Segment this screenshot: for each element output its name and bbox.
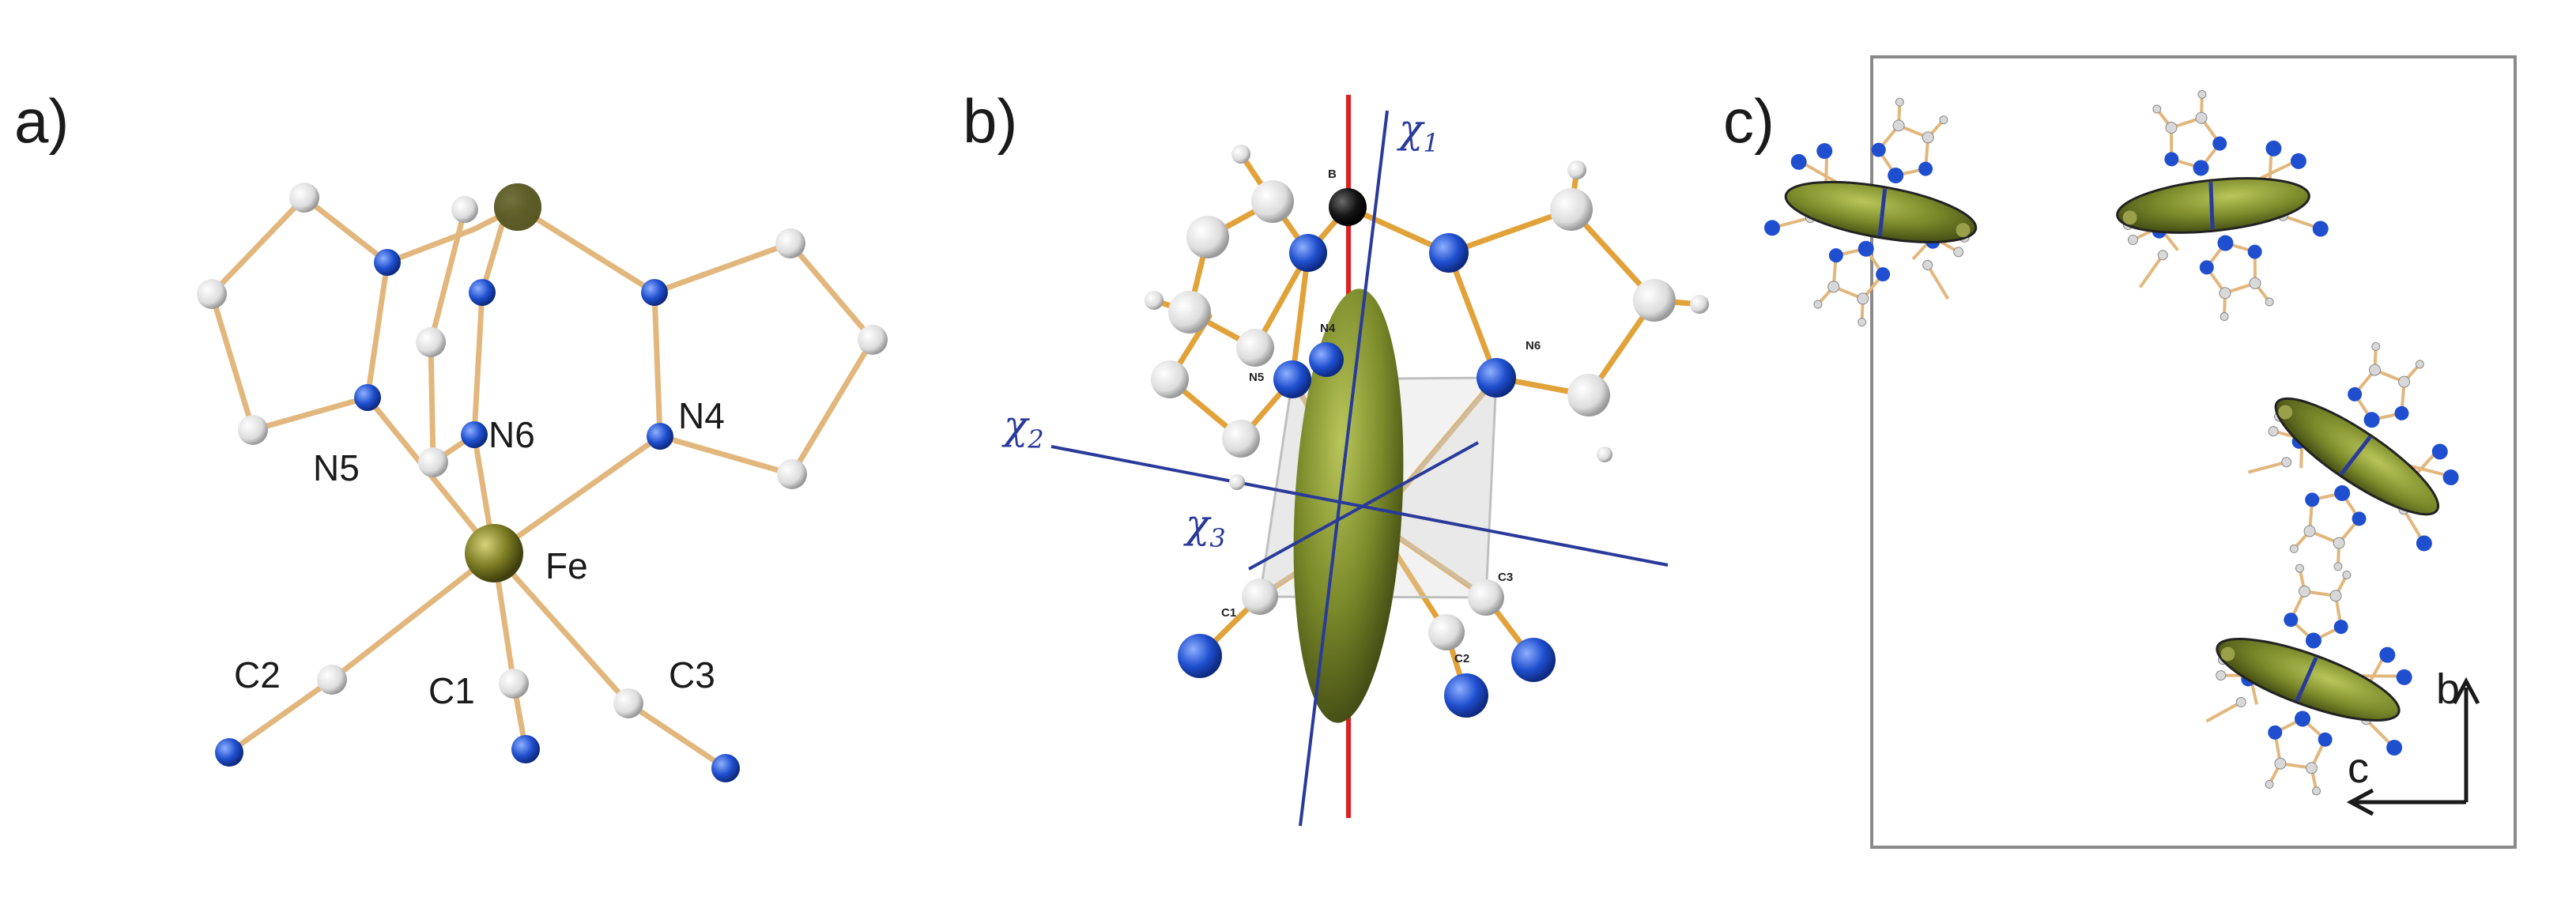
hydrogen-atom [1231,145,1250,164]
nitrogen-atom-n5 [1273,360,1311,398]
nitrogen-atom [1444,673,1488,718]
panel-b-atoms [1145,145,1709,718]
nitrogen-atom [1289,234,1327,272]
carbon-atom-c2 [1428,614,1465,650]
cell-axis-indicator [2346,677,2480,816]
nitrogen-atom [1511,638,1556,682]
carbon-atom [1633,279,1676,322]
carbon-atom [1550,188,1593,231]
label-n4: N4 [678,395,725,436]
chi3-axis [1248,441,1479,571]
nitrogen-atom-n6 [461,421,488,448]
axis-label-chi2: χ2 [1001,402,1044,454]
anisotropy-ellipsoid [1293,288,1404,723]
label-n4: N4 [1320,322,1336,335]
panel-a: a) [0,0,909,897]
carbon-atom [775,228,805,258]
carbon-atom [1151,360,1189,398]
carbon-atom [197,279,227,309]
label-c2: C2 [234,654,281,695]
axis-label-c: c [2348,744,2369,792]
carbon-atom [416,327,446,357]
carbon-atom [1236,329,1274,367]
carbon-atom [1567,374,1610,416]
nitrogen-atom [1429,233,1469,273]
nitrogen-atom [1178,634,1222,678]
molecule-upper-left [1743,69,2015,354]
label-c3: C3 [669,654,715,695]
unit-cell-frame [1870,55,2517,849]
panel-a-molecule: N5 N6 N4 Fe C2 C1 C3 [197,183,888,782]
hydrogen-atom [1690,295,1709,314]
carbon-atom [1186,216,1229,258]
carbon-atom [238,415,268,445]
axis-label-chi1: χ1 [1397,106,1439,158]
carbon-atom [1222,420,1260,458]
label-n6: N6 [1526,339,1541,352]
carbon-atom [1251,180,1294,223]
label-c2: C2 [1454,652,1469,665]
carbon-atom [418,447,448,477]
axis-label-chi3: χ3 [1183,501,1226,553]
boron-atom [1329,188,1367,226]
carbon-atom [858,325,888,355]
panel-b: b) [909,0,1715,897]
nitrogen-atom [711,754,740,782]
label-fe: Fe [545,545,588,586]
label-n5: N5 [1249,371,1264,384]
carbon-atom [777,459,807,489]
molecule-lower-right [2222,315,2494,600]
nitrogen-atom [215,738,243,767]
label-c3: C3 [1498,571,1513,584]
axis-label-b: b [2436,665,2460,713]
carbon-atom-c3 [613,688,643,718]
label-n5: N5 [313,447,360,488]
nitrogen-atom-n4 [1309,342,1344,377]
carbon-atom [1168,291,1211,334]
panel-a-bonds [209,194,876,771]
iron-atom [465,524,523,582]
nitrogen-atom [511,735,540,763]
panel-a-label: a) [14,86,70,156]
label-c1: C1 [428,670,475,711]
nitrogen-atom [469,279,496,306]
carbon-atom [289,183,319,213]
carbon-atom-c1 [1242,579,1278,615]
carbon-atom-c2 [317,665,347,695]
hydrogen-atom [1229,474,1245,490]
carbon-atom [451,196,478,223]
label-n6: N6 [488,414,535,455]
panel-c-label: c) [1723,86,1775,156]
label-c1: C1 [1221,606,1236,620]
panel-b-molecule: B N4 N5 N6 C1 C2 C3 χ1 χ2 χ3 [1001,95,1709,827]
molecule-lower-middle [2193,554,2425,806]
hydrogen-atom [1597,447,1612,462]
nitrogen-atom-n4 [647,423,673,450]
nitrogen-atom-n6 [1477,358,1516,398]
panel-c: c) [1715,0,2576,897]
hydrogen-atom [1567,160,1586,179]
carbon-atom-c1 [499,669,529,699]
coordination-polyhedron-face [1374,375,1498,599]
carbon-atom-c3 [1468,579,1504,616]
molecule-upper-right [2084,66,2346,344]
panel-b-label: b) [963,86,1018,156]
chi1-axis [1299,110,1389,827]
boron-atom-tint [494,183,541,231]
chi2-axis [1050,445,1669,567]
nitrogen-atom [641,279,668,306]
panel-c-packing: b c [1715,55,2517,849]
label-b: B [1328,168,1337,181]
nitrogen-atom-n5 [354,384,381,411]
nitrogen-atom [374,249,401,276]
hydrogen-atom [1145,291,1164,310]
